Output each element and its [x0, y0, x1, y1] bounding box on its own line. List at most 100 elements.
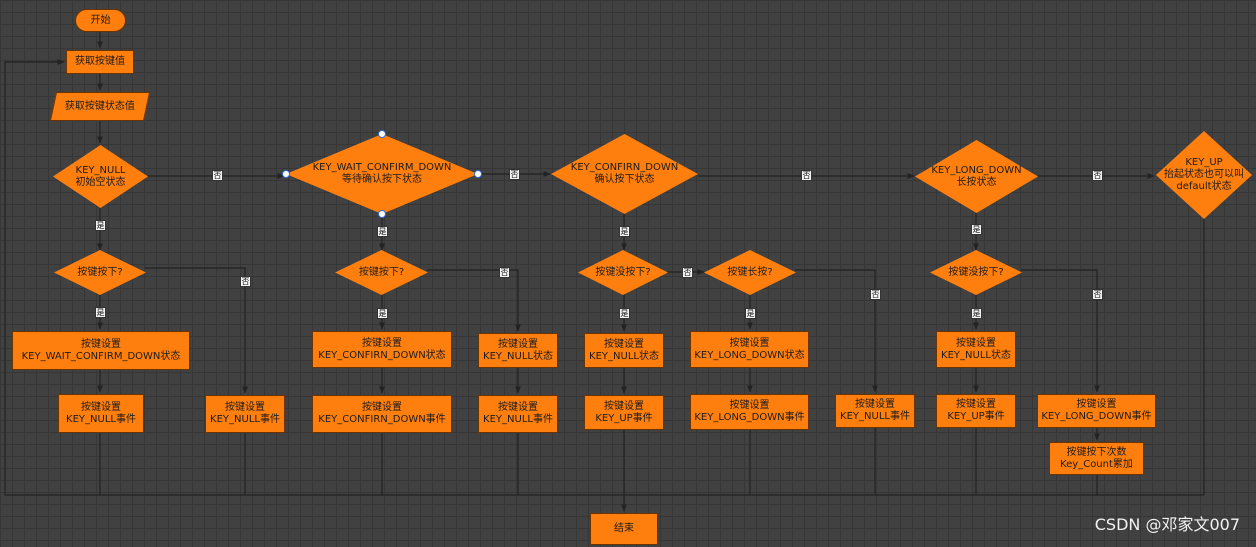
pressed-question-2-text: 按键按下? [335, 250, 428, 295]
edge-label-no: 否 [240, 276, 251, 287]
box-line-2: KEY_WAIT_CONFIRM_DOWN状态 [21, 350, 181, 362]
edge-label-yes: 是 [745, 308, 756, 319]
key-null-state-desc: 初始空状态 [75, 176, 126, 188]
box-line-2: KEY_NULL事件 [210, 414, 280, 425]
box-line-1: 按键设置 [362, 337, 402, 349]
box-line-2: KEY_NULL状态 [941, 349, 1011, 361]
edge-loop-back [4, 59, 1204, 496]
set-wait-confirm-state-box[interactable]: 按键设置 KEY_WAIT_CONFIRM_DOWN状态 [12, 331, 190, 370]
null-event-box-b[interactable]: 按键设置 KEY_NULL事件 [205, 395, 285, 433]
set-null-state-box-f[interactable]: 按键设置 KEY_NULL状态 [936, 331, 1016, 368]
box-line-1: 按键设置 [956, 337, 996, 349]
key-null-state-label: KEY_NULL [75, 164, 126, 176]
end-label: 结束 [614, 523, 634, 534]
box-line-2: KEY_UP事件 [947, 411, 1005, 422]
edge-label-yes: 是 [971, 224, 982, 235]
set-null-state-box-d[interactable]: 按键设置 KEY_NULL状态 [584, 333, 664, 368]
box-line-2: KEY_NULL状态 [589, 350, 659, 362]
up-event-box-f[interactable]: 按键设置 KEY_UP事件 [936, 394, 1016, 428]
edge-label-no: 否 [870, 289, 881, 300]
edge-label-no: 否 [1092, 170, 1103, 181]
key-up-state-desc-1: 抬起状态也可以叫 [1164, 169, 1244, 180]
edge-label-yes: 是 [95, 307, 106, 318]
key-count-box[interactable]: 按键按下次数 Key_Count累加 [1049, 442, 1144, 475]
confirm-down-state-label: KEY_CONFIRN_DOWN [570, 162, 679, 173]
edge-label-no: 否 [682, 267, 693, 278]
box-line-2: KEY_LONG_DOWN状态 [694, 349, 805, 361]
box-line-1: 按键设置 [225, 402, 265, 413]
selection-handle-bottom[interactable] [378, 210, 386, 218]
edge-label-no: 否 [509, 169, 520, 180]
box-line-2: KEY_CONFIRN_DOWN状态 [318, 349, 446, 361]
not-pressed-question-2-label: 按键没按下? [948, 266, 1004, 278]
not-pressed-question-2-text: 按键没按下? [930, 250, 1022, 295]
box-line-1: 按键设置 [498, 338, 538, 350]
box-line-2: KEY_CONFIRN_DOWN事件 [318, 414, 446, 425]
box-line-1: 按键设置 [362, 402, 402, 413]
edge-label-yes: 是 [971, 308, 982, 319]
box-line-1: 按键按下次数 [1066, 446, 1127, 458]
wait-confirm-state-text: KEY_WAIT_CONFIRM_DOWN 等待确认按下状态 [286, 134, 478, 214]
edge-label-yes: 是 [377, 226, 388, 237]
box-line-2: Key_Count累加 [1060, 458, 1133, 470]
long-down-event-box-g[interactable]: 按键设置 KEY_LONG_DOWN事件 [1037, 394, 1156, 428]
box-line-2: KEY_NULL事件 [840, 411, 910, 422]
edge-label-yes: 是 [619, 308, 630, 319]
get-key-state-label: 获取按键状态值 [65, 100, 135, 112]
get-key-value-label: 获取按键值 [75, 56, 125, 67]
up-event-box-d[interactable]: 按键设置 KEY_UP事件 [584, 395, 664, 430]
end-node[interactable]: 结束 [590, 513, 658, 545]
edge-label-no: 否 [801, 170, 812, 181]
key-null-state-text: KEY_NULL 初始空状态 [53, 145, 148, 208]
null-event-box-c[interactable]: 按键设置 KEY_NULL事件 [478, 395, 558, 433]
csdn-watermark: CSDN @邓家文007 [1094, 515, 1240, 534]
edge-label-no: 否 [499, 267, 510, 278]
get-key-state-node[interactable]: 获取按键状态值 [49, 92, 151, 121]
selection-handle-right[interactable] [474, 170, 482, 178]
confirn-event-box[interactable]: 按键设置 KEY_CONFIRN_DOWN事件 [312, 395, 452, 433]
edge-label-no: 否 [212, 170, 223, 181]
set-confirn-state-box[interactable]: 按键设置 KEY_CONFIRN_DOWN状态 [312, 331, 452, 368]
long-down-state-desc: 长按状态 [956, 176, 997, 188]
key-up-state-label: KEY_UP [1185, 157, 1223, 168]
confirm-down-state-desc: 确认按下状态 [594, 174, 655, 185]
long-down-event-box[interactable]: 按键设置 KEY_LONG_DOWN事件 [690, 394, 809, 430]
key-up-state-desc-2: default状态 [1176, 181, 1232, 192]
selection-handle-top[interactable] [378, 130, 386, 138]
box-line-1: 按键设置 [729, 400, 770, 411]
pressed-question-1-text: 按键按下? [54, 250, 146, 295]
key-up-state-text: KEY_UP 抬起状态也可以叫 default状态 [1156, 131, 1252, 219]
set-null-state-box-c[interactable]: 按键设置 KEY_NULL状态 [478, 333, 558, 368]
wait-confirm-state-desc: 等待确认按下状态 [342, 174, 422, 185]
pressed-question-2-label: 按键按下? [358, 266, 405, 278]
box-line-2: KEY_UP事件 [595, 412, 653, 424]
wait-confirm-state-label: KEY_WAIT_CONFIRM_DOWN [312, 162, 452, 173]
null-event-box-a[interactable]: 按键设置 KEY_NULL事件 [58, 394, 144, 433]
box-line-2: KEY_LONG_DOWN事件 [694, 412, 805, 423]
box-line-1: 按键设置 [1076, 399, 1117, 410]
edge-label-yes: 是 [377, 308, 388, 319]
not-pressed-question-1-text: 按键没按下? [578, 250, 668, 295]
box-line-2: KEY_LONG_DOWN事件 [1041, 411, 1152, 422]
long-down-state-label: KEY_LONG_DOWN [931, 164, 1022, 176]
long-down-state-text: KEY_LONG_DOWN 长按状态 [915, 140, 1038, 213]
get-key-value-node[interactable]: 获取按键值 [66, 50, 134, 74]
confirm-down-state-text: KEY_CONFIRN_DOWN 确认按下状态 [551, 134, 698, 214]
start-label: 开始 [90, 14, 111, 26]
edge-label-yes: 是 [95, 220, 106, 231]
box-line-2: KEY_NULL状态 [483, 350, 553, 362]
box-line-1: 按键设置 [729, 337, 770, 349]
box-line-1: 按键设置 [498, 402, 538, 413]
set-long-down-state-box[interactable]: 按键设置 KEY_LONG_DOWN状态 [690, 331, 809, 368]
null-event-box-e[interactable]: 按键设置 KEY_NULL事件 [835, 394, 915, 428]
selection-handle-left[interactable] [282, 170, 290, 178]
box-line-1: 按键设置 [81, 338, 121, 350]
pressed-question-1-label: 按键按下? [77, 266, 123, 278]
edge-label-no: 否 [1092, 289, 1103, 300]
box-line-1: 按键设置 [81, 401, 121, 413]
long-press-question-text: 按键长按? [704, 250, 796, 295]
start-node[interactable]: 开始 [75, 9, 126, 32]
box-line-1: 按键设置 [855, 399, 895, 410]
box-line-1: 按键设置 [956, 399, 996, 410]
long-press-question-label: 按键长按? [727, 266, 773, 278]
